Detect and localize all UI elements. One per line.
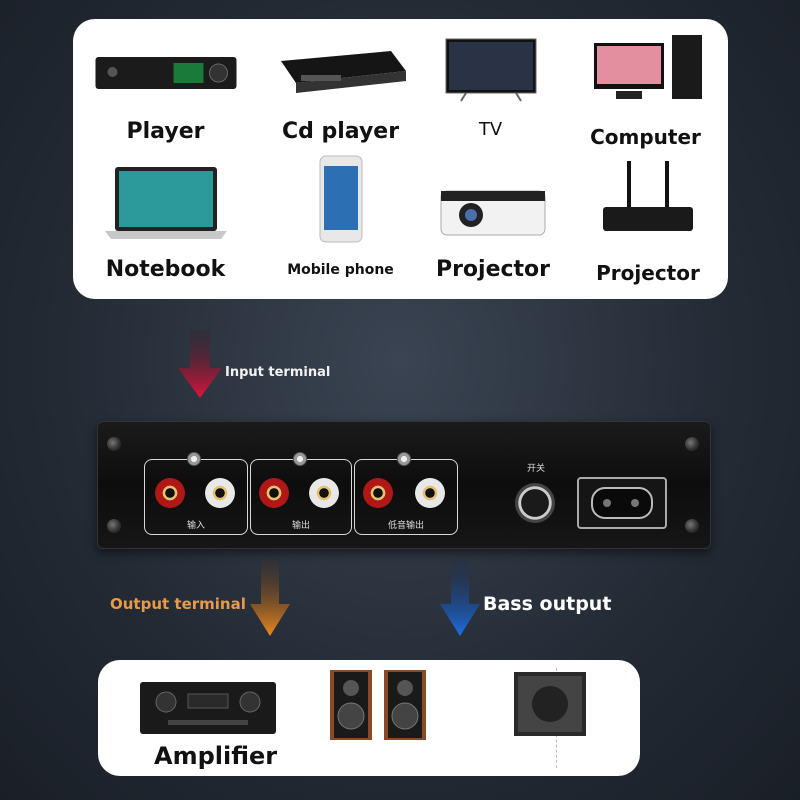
- rca-jack-white[interactable]: [309, 478, 339, 508]
- input-terminal-label: Input terminal: [225, 365, 331, 380]
- screw-icon: [107, 437, 121, 451]
- device-tv: TV: [423, 31, 558, 141]
- device-projector-1: Projector: [423, 159, 563, 289]
- device-label: Projector: [435, 257, 551, 282]
- device-mobile-phone: Mobile phone: [273, 154, 408, 289]
- group-label: 输出: [291, 521, 310, 531]
- output-devices-panel: Amplifier: [98, 660, 640, 776]
- device-projector-2: Projector: [573, 159, 723, 289]
- rca-jack-white[interactable]: [415, 478, 445, 508]
- device-computer: Computer: [568, 31, 723, 149]
- notebook-icon: [104, 167, 227, 239]
- screw-icon: [685, 437, 699, 451]
- socket-pin: [631, 499, 639, 507]
- screw-icon: [685, 519, 699, 533]
- device-label: Cd player: [281, 119, 400, 144]
- device-notebook: Notebook: [83, 159, 248, 289]
- output-jack-group: 输出: [250, 452, 352, 535]
- mobile-phone-icon: [319, 155, 362, 243]
- device-label: Notebook: [105, 257, 226, 282]
- device-player: Player: [83, 31, 248, 144]
- device-label: Computer: [590, 125, 701, 149]
- device-label: Projector: [596, 261, 700, 285]
- input-jack-group: 输入: [144, 452, 248, 535]
- subwoofer-icon: [514, 672, 586, 736]
- rca-jack-red[interactable]: [259, 478, 289, 508]
- ground-screw-icon: [397, 452, 411, 466]
- speakers-icon: [330, 670, 426, 740]
- switch-label: 开关: [527, 463, 546, 473]
- cd-player-icon: [280, 51, 406, 93]
- rca-jack-red[interactable]: [155, 478, 185, 508]
- crossover-back-panel: 输入 输出 低音输出 开关: [97, 421, 711, 549]
- amplifier-icon: [140, 682, 276, 734]
- source-devices-panel: Player Cd player TV Computer: [73, 19, 728, 299]
- device-cd-player: Cd player: [258, 31, 423, 144]
- device-label: Mobile phone: [287, 262, 394, 278]
- output-arrow-icon: [250, 560, 290, 636]
- power-switch-button[interactable]: [515, 483, 555, 523]
- rca-jack-red[interactable]: [363, 478, 393, 508]
- output-terminal-label: Output terminal: [110, 595, 246, 613]
- ground-screw-icon: [293, 452, 307, 466]
- ground-screw-icon: [187, 452, 201, 466]
- projector-icon: [440, 190, 546, 236]
- tv-icon: [445, 38, 536, 102]
- bass-output-jack-group: 低音输出: [354, 452, 458, 535]
- computer-icon: [593, 35, 702, 99]
- device-label: Player: [126, 119, 205, 144]
- group-label: 输入: [186, 521, 205, 531]
- device-label: TV: [478, 119, 503, 140]
- amplifier-label: Amplifier: [154, 742, 278, 770]
- rca-jack-white[interactable]: [205, 478, 235, 508]
- power-socket[interactable]: [577, 477, 667, 529]
- socket-pin: [603, 499, 611, 507]
- power-socket-inner: [591, 487, 653, 519]
- player-icon: [95, 57, 236, 89]
- group-label: 低音输出: [387, 521, 424, 531]
- router-box-icon: [603, 161, 693, 231]
- bass-output-label: Bass output: [483, 593, 612, 615]
- input-arrow-icon: [178, 330, 222, 398]
- screw-icon: [107, 519, 121, 533]
- bass-arrow-icon: [440, 560, 480, 636]
